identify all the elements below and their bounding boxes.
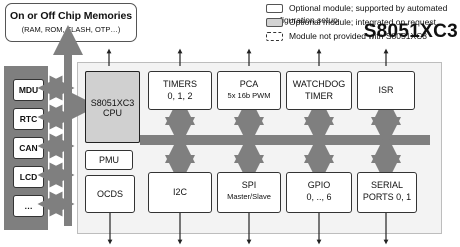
cpu-block: S8051XC3 CPU [85, 71, 140, 143]
i2c-block: I2C [148, 172, 212, 213]
legend-text: Optional module; supported by automated … [266, 3, 448, 25]
legend-item-on-request: Optional module; integrated on request [266, 16, 436, 28]
legend-text: Optional module; integrated on request [289, 17, 436, 27]
ocds-block: OCDS [85, 175, 135, 213]
timers-block: TIMERS 0, 1, 2 [148, 71, 212, 110]
brand-title: S8051XC3 [363, 21, 458, 42]
legend-item-automated: Optional module; supported by automated … [266, 2, 460, 25]
serial-ports-block: SERIAL PORTS 0, 1 [357, 172, 417, 213]
legend-item-not-provided: Module not provided with S8051XC3 [266, 30, 427, 42]
watchdog-block: WATCHDOG TIMER [286, 71, 352, 110]
pmu-block: PMU [85, 150, 133, 170]
isr-block: ISR [357, 71, 415, 110]
legend-text: Module not provided with S8051XC3 [289, 31, 427, 41]
cpu-label: CPU [102, 108, 122, 118]
legend-swatch-gray [266, 18, 283, 28]
pca-block: PCA 5x 16b PWM [217, 71, 281, 110]
legend-swatch-white [266, 4, 283, 14]
peripheral-more: … [13, 195, 44, 217]
spi-block: SPI Master/Slave [217, 172, 281, 213]
cpu-name: S8051XC3 [90, 98, 135, 108]
gpio-block: GPIO 0, .., 6 [286, 172, 352, 213]
memory-title: On or Off Chip Memories [10, 10, 132, 22]
legend-swatch-dashed [266, 32, 283, 42]
internal-bus [140, 135, 430, 145]
